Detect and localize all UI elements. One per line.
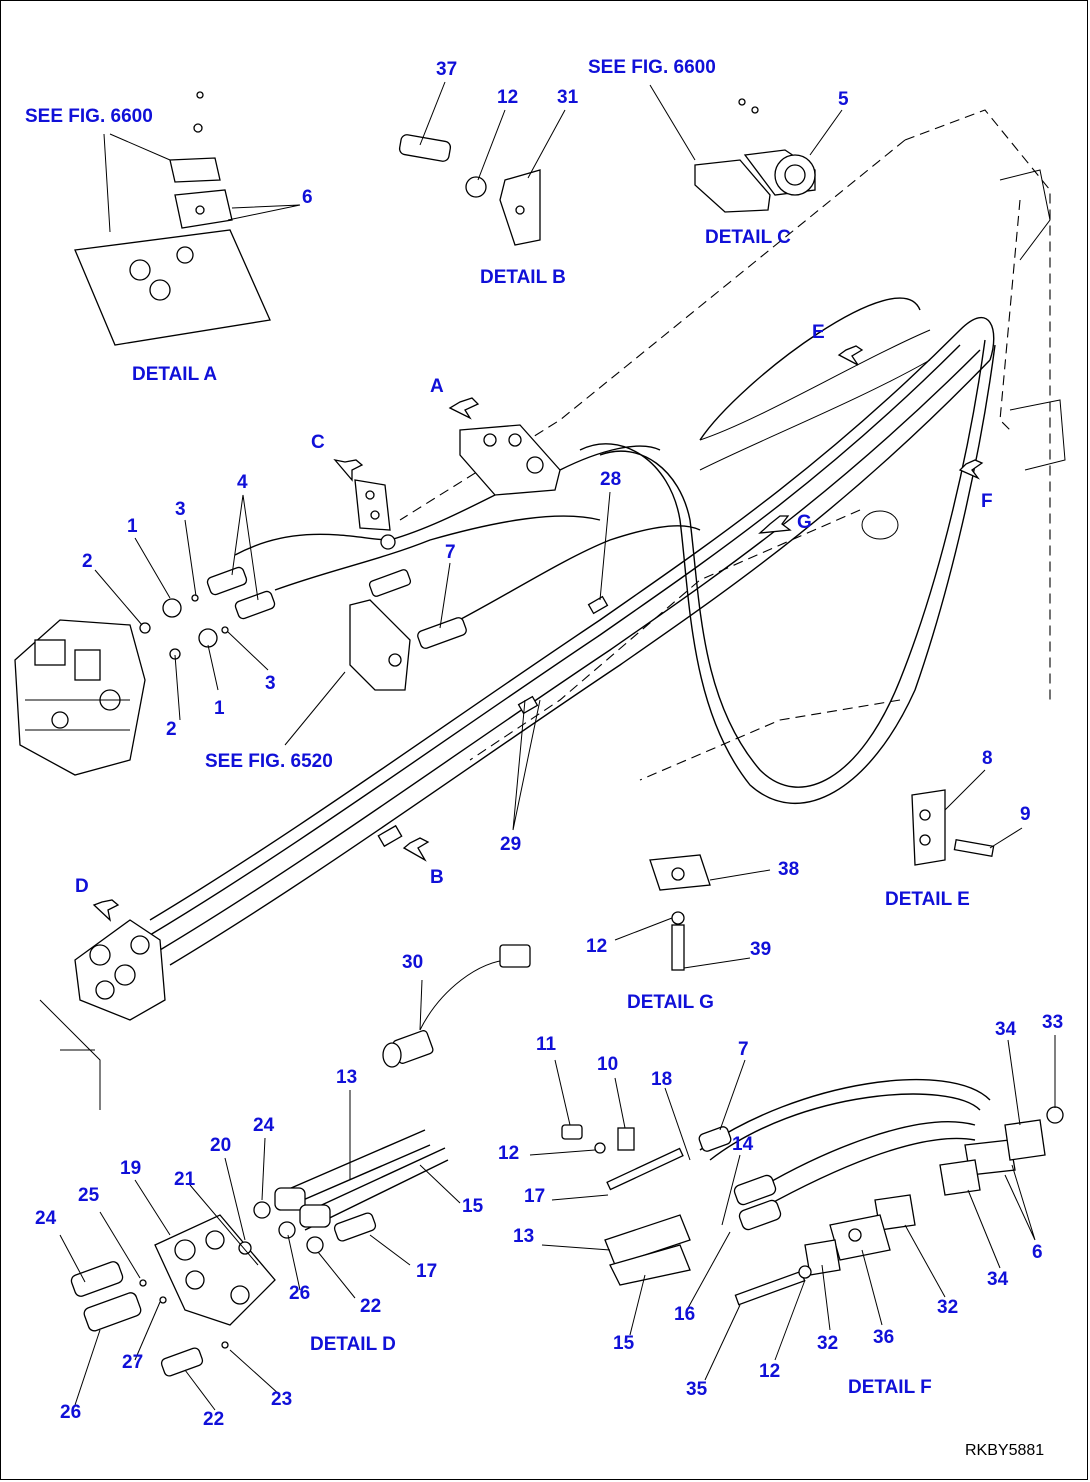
clamp-c: [354, 479, 396, 550]
callout-label: 15: [462, 1196, 484, 1217]
callout-label: 12: [498, 1143, 520, 1164]
hose-bundle: [149, 297, 996, 966]
callout-label: 38: [778, 859, 800, 880]
callout-label: 7: [445, 542, 456, 563]
callout-label: 9: [1020, 804, 1031, 825]
detail-d-caption: DETAIL D: [310, 1334, 396, 1355]
callout-label: 34: [987, 1269, 1009, 1290]
detail-a: [74, 91, 271, 346]
callout-label: F: [981, 491, 993, 512]
bracket-6520: [349, 569, 412, 691]
drawing-code: RKBY5881: [965, 1442, 1045, 1459]
callout-label: G: [797, 512, 812, 533]
control-valve: [14, 619, 146, 776]
callout-label: 10: [597, 1054, 619, 1075]
callout-label: 27: [122, 1352, 144, 1373]
callout-label: D: [75, 876, 89, 897]
detail-c: [694, 98, 816, 213]
clamp-a: [459, 424, 561, 496]
callout-label: 12: [759, 1361, 781, 1382]
callout-label: 3: [265, 673, 276, 694]
callout-label: 24: [253, 1115, 275, 1136]
callout-label: 1: [127, 516, 138, 537]
arrows: [92, 345, 984, 922]
reference-fig-6520: SEE FIG. 6520: [205, 751, 333, 772]
detail-g-caption: DETAIL G: [627, 992, 714, 1013]
callout-label: 15: [613, 1333, 635, 1354]
callout-label: 31: [557, 87, 579, 108]
callout-label: 33: [1042, 1012, 1064, 1033]
callout-label: 34: [995, 1019, 1017, 1040]
reference-fig-6600-left: SEE FIG. 6600: [25, 106, 153, 127]
valve-block-d: [39, 919, 166, 1110]
callout-label: 22: [360, 1296, 382, 1317]
callout-label: E: [812, 322, 825, 343]
callout-label: 12: [586, 936, 608, 957]
callout-label: 14: [732, 1134, 754, 1155]
callout-label: 26: [289, 1283, 311, 1304]
callout-label: 18: [651, 1069, 673, 1090]
callout-label: 8: [982, 748, 993, 769]
callout-label: 17: [416, 1261, 438, 1282]
callout-label: 4: [237, 472, 248, 493]
callout-label: 37: [436, 59, 458, 80]
detail-b-caption: DETAIL B: [480, 267, 566, 288]
callout-label: 22: [203, 1409, 225, 1430]
callout-label: 32: [937, 1297, 959, 1318]
callout-label: 24: [35, 1208, 57, 1229]
callout-label: 3: [175, 499, 186, 520]
callout-label: 23: [271, 1389, 293, 1410]
callout-label: 13: [336, 1067, 358, 1088]
callout-label: 29: [500, 834, 522, 855]
callout-label: 25: [78, 1185, 100, 1206]
arm-outline: [699, 329, 931, 540]
callout-label: 20: [210, 1135, 232, 1156]
reference-fig-6600-top: SEE FIG. 6600: [588, 57, 716, 78]
callout-label: 16: [674, 1304, 696, 1325]
detail-a-caption: DETAIL A: [132, 364, 218, 385]
detail-e: [911, 789, 995, 866]
valve-fittings: [139, 566, 467, 660]
callout-label: 7: [738, 1039, 749, 1060]
callout-label: 6: [302, 187, 313, 208]
callout-label: 5: [838, 89, 849, 110]
detail-e-caption: DETAIL E: [885, 889, 970, 910]
detail-f-caption: DETAIL F: [848, 1377, 932, 1398]
callout-label: 30: [402, 952, 424, 973]
callout-label: 12: [497, 87, 519, 108]
connector-30: [382, 944, 531, 1068]
callout-label: 2: [82, 551, 93, 572]
callout-label: 17: [524, 1186, 546, 1207]
boom-outline: [399, 109, 1066, 781]
callout-label: 13: [513, 1226, 535, 1247]
callout-label: 2: [166, 719, 177, 740]
callout-label: 21: [174, 1169, 196, 1190]
hose-clips: [377, 595, 609, 848]
callout-label: 26: [60, 1402, 82, 1423]
callout-label: 32: [817, 1333, 839, 1354]
callout-label: C: [311, 432, 325, 453]
callout-label: 28: [600, 469, 622, 490]
callout-label: B: [430, 867, 444, 888]
callout-label: 1: [214, 698, 225, 719]
detail-d: [70, 1129, 449, 1377]
callout-label: 11: [536, 1034, 557, 1055]
callout-label: 6: [1032, 1242, 1043, 1263]
leaders: [59, 81, 1056, 1411]
callout-label: 19: [120, 1158, 142, 1179]
callout-label: 36: [873, 1327, 895, 1348]
detail-f: [561, 1079, 1064, 1306]
detail-g: [649, 854, 711, 971]
detail-c-caption: DETAIL C: [705, 227, 791, 248]
callout-label: 35: [686, 1379, 708, 1400]
callout-label: A: [430, 376, 444, 397]
detail-b: [398, 134, 541, 246]
callout-label: 39: [750, 939, 772, 960]
